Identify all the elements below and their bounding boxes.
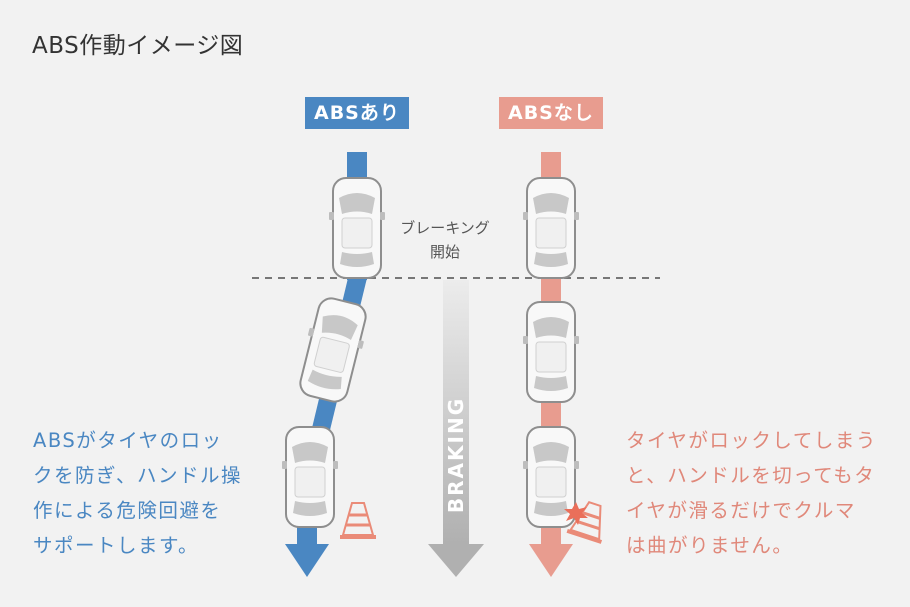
abs-caption: ABSがタイヤのロッ クを防ぎ、ハンドル操 作による危険回避を サポートします。 [33, 423, 242, 563]
braking-arrow [428, 280, 484, 577]
car-noabs-2 [522, 301, 580, 403]
abs-caption-line: クを防ぎ、ハンドル操 [33, 464, 243, 487]
abs-caption-line: 作による危険回避を [33, 499, 222, 522]
car-noabs-1 [522, 177, 580, 279]
page-title: ABS作動イメージ図 [32, 33, 244, 59]
abs-caption-line: サポートします。 [33, 534, 200, 557]
traffic-cone-icon [338, 501, 378, 541]
noabs-caption-line: は曲がりません。 [626, 534, 794, 557]
braking-start-line1: ブレーキング [400, 219, 490, 237]
abs-on-badge: ABSあり [305, 97, 409, 129]
car-abs-2 [292, 293, 374, 407]
impact-icon [564, 502, 588, 525]
noabs-caption-line: タイヤがロックしてしまう [626, 429, 877, 452]
braking-start-line2: 開始 [429, 243, 460, 261]
noabs-caption: タイヤがロックしてしまう と、ハンドルを切ってもタ イヤが滑るだけでクルマ は曲… [626, 423, 877, 563]
abs-caption-line: ABSがタイヤのロッ [33, 429, 223, 452]
braking-label: BRAKING [444, 396, 468, 514]
car-abs-1 [328, 177, 386, 279]
noabs-caption-line: イヤが滑るだけでクルマ [626, 499, 856, 522]
car-abs-3 [281, 426, 339, 528]
abs-off-badge: ABSなし [499, 97, 603, 129]
braking-start-label: ブレーキング 開始 [380, 216, 510, 264]
noabs-caption-line: と、ハンドルを切ってもタ [626, 464, 876, 487]
